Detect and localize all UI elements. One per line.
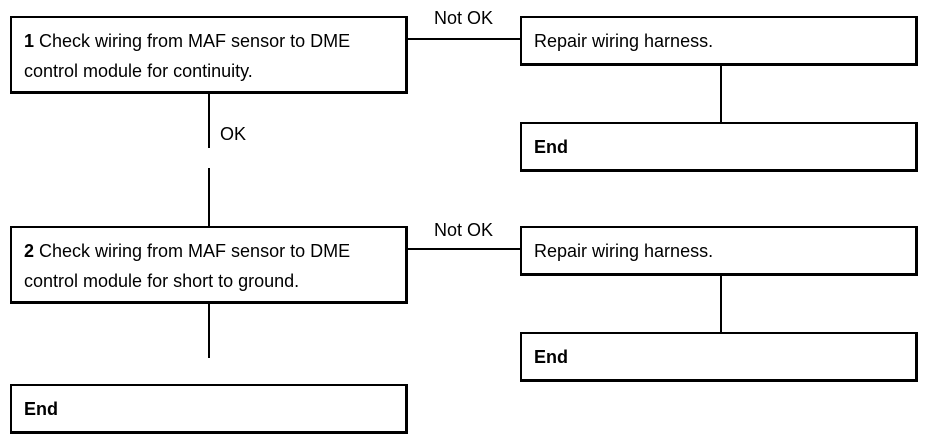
step-2-text: Check wiring from MAF sensor to DME cont… (24, 241, 351, 291)
step-2-end-text: End (534, 346, 568, 367)
step-1-repair-box: Repair wiring harness. (520, 16, 918, 66)
step-1-text: Check wiring from MAF sensor to DME cont… (24, 31, 351, 81)
step-1-end-text: End (534, 136, 568, 157)
step-1-repair-text: Repair wiring harness. (534, 30, 714, 51)
step-1-end-box: End (520, 122, 918, 172)
step-2-repair-box: Repair wiring harness. (520, 226, 918, 276)
step-2-not-ok-label: Not OK (434, 220, 494, 240)
step-1-ok-connector-bottom (208, 168, 210, 226)
step-2-repair-text: Repair wiring harness. (534, 240, 714, 261)
step-2-box: 2 Check wiring from MAF sensor to DME co… (10, 226, 408, 304)
step-2-repair-connector (720, 276, 722, 332)
step-2-number: 2 (24, 241, 40, 261)
step-1-not-ok-label: Not OK (434, 8, 494, 28)
step-2-ok-connector (208, 304, 210, 358)
step-2-not-ok-connector (408, 248, 522, 250)
final-end-text: End (24, 398, 58, 419)
step-1-box: 1 Check wiring from MAF sensor to DME co… (10, 16, 408, 94)
step-2-end-box: End (520, 332, 918, 382)
step-1-ok-label: OK (220, 124, 247, 144)
step-1-number: 1 (24, 31, 40, 51)
final-end-box: End (10, 384, 408, 434)
step-1-repair-connector (720, 66, 722, 122)
step-1-ok-connector-top (208, 94, 210, 148)
step-1-not-ok-connector (408, 38, 522, 40)
